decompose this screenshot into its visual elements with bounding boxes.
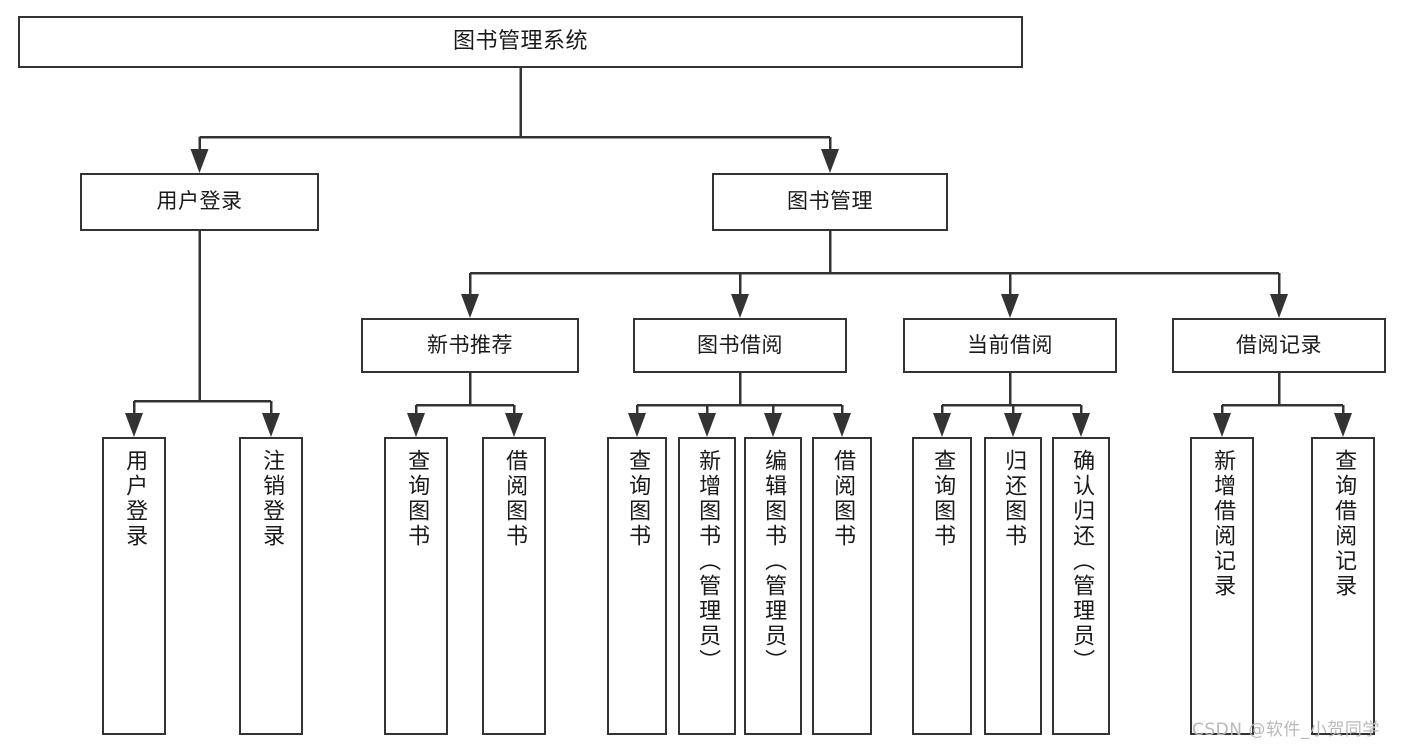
arrowhead-icon: [1213, 413, 1231, 437]
node-label: 图书管理: [787, 189, 873, 214]
node-leaf-user-login[interactable]: 用户登录: [102, 437, 166, 735]
arrowhead-icon: [821, 149, 839, 173]
node-label: 归还图书: [1001, 449, 1027, 549]
node-current[interactable]: 当前借阅: [903, 318, 1117, 373]
node-label: 借阅记录: [1236, 332, 1322, 357]
arrowhead-icon: [731, 294, 749, 318]
arrowhead-icon: [407, 413, 425, 437]
arrowhead-icon: [628, 413, 646, 437]
node-label: 用户登录: [122, 449, 148, 549]
node-label: 查询图书: [625, 449, 651, 549]
node-label: 借阅图书: [830, 449, 856, 549]
node-leaf-cur-confirm[interactable]: 确认归还（管理员）: [1052, 437, 1110, 735]
node-leaf-bk-edit[interactable]: 编辑图书（管理员）: [744, 437, 802, 735]
arrowhead-icon: [262, 413, 280, 437]
node-leaf-bk-query[interactable]: 查询图书: [607, 437, 667, 735]
arrowhead-icon: [1270, 294, 1288, 318]
node-label: 确认归还（管理员）: [1069, 449, 1095, 674]
node-label: 用户登录: [156, 189, 243, 214]
arrowhead-icon: [461, 294, 479, 318]
arrowhead-icon: [764, 413, 782, 437]
node-label: 查询图书: [404, 449, 430, 549]
arrowhead-icon: [933, 413, 951, 437]
node-label: 注销登录: [259, 449, 285, 549]
node-login[interactable]: 用户登录: [80, 173, 319, 231]
arrowhead-icon: [1001, 294, 1019, 318]
node-leaf-cur-return[interactable]: 归还图书: [984, 437, 1042, 735]
node-records[interactable]: 借阅记录: [1172, 318, 1386, 373]
node-newbook[interactable]: 新书推荐: [361, 318, 579, 373]
node-label: 查询图书: [930, 449, 956, 549]
node-leaf-bk-add[interactable]: 新增图书（管理员）: [678, 437, 736, 735]
node-leaf-nb-borrow[interactable]: 借阅图书: [482, 437, 546, 735]
node-label: 当前借阅: [967, 332, 1053, 357]
node-label: 新增借阅记录: [1210, 449, 1236, 599]
node-label: 新增图书（管理员）: [695, 449, 721, 674]
node-leaf-bk-borrow[interactable]: 借阅图书: [812, 437, 872, 735]
node-leaf-cur-query[interactable]: 查询图书: [912, 437, 972, 735]
node-label: 图书管理系统: [452, 28, 588, 54]
node-bookmgmt[interactable]: 图书管理: [712, 173, 948, 231]
arrowhead-icon: [1072, 413, 1090, 437]
node-label: 查询借阅记录: [1331, 449, 1357, 599]
node-label: 编辑图书（管理员）: [761, 449, 787, 674]
arrowhead-icon: [125, 413, 143, 437]
node-label: 新书推荐: [427, 332, 513, 357]
node-leaf-nb-query[interactable]: 查询图书: [384, 437, 448, 735]
node-borrow[interactable]: 图书借阅: [633, 318, 847, 373]
arrowhead-icon: [698, 413, 716, 437]
node-label: 图书借阅: [697, 332, 783, 357]
arrowhead-icon: [833, 413, 851, 437]
node-leaf-rec-add[interactable]: 新增借阅记录: [1190, 437, 1254, 735]
node-label: 借阅图书: [502, 449, 528, 549]
arrowhead-icon: [1004, 413, 1022, 437]
node-leaf-logout[interactable]: 注销登录: [239, 437, 303, 735]
arrowhead-icon: [505, 413, 523, 437]
node-leaf-rec-query[interactable]: 查询借阅记录: [1311, 437, 1375, 735]
node-root[interactable]: 图书管理系统: [18, 16, 1023, 68]
arrowhead-icon: [190, 149, 209, 173]
watermark: CSDN @软件_小贺同学: [1192, 720, 1380, 740]
arrowhead-icon: [1334, 413, 1352, 437]
